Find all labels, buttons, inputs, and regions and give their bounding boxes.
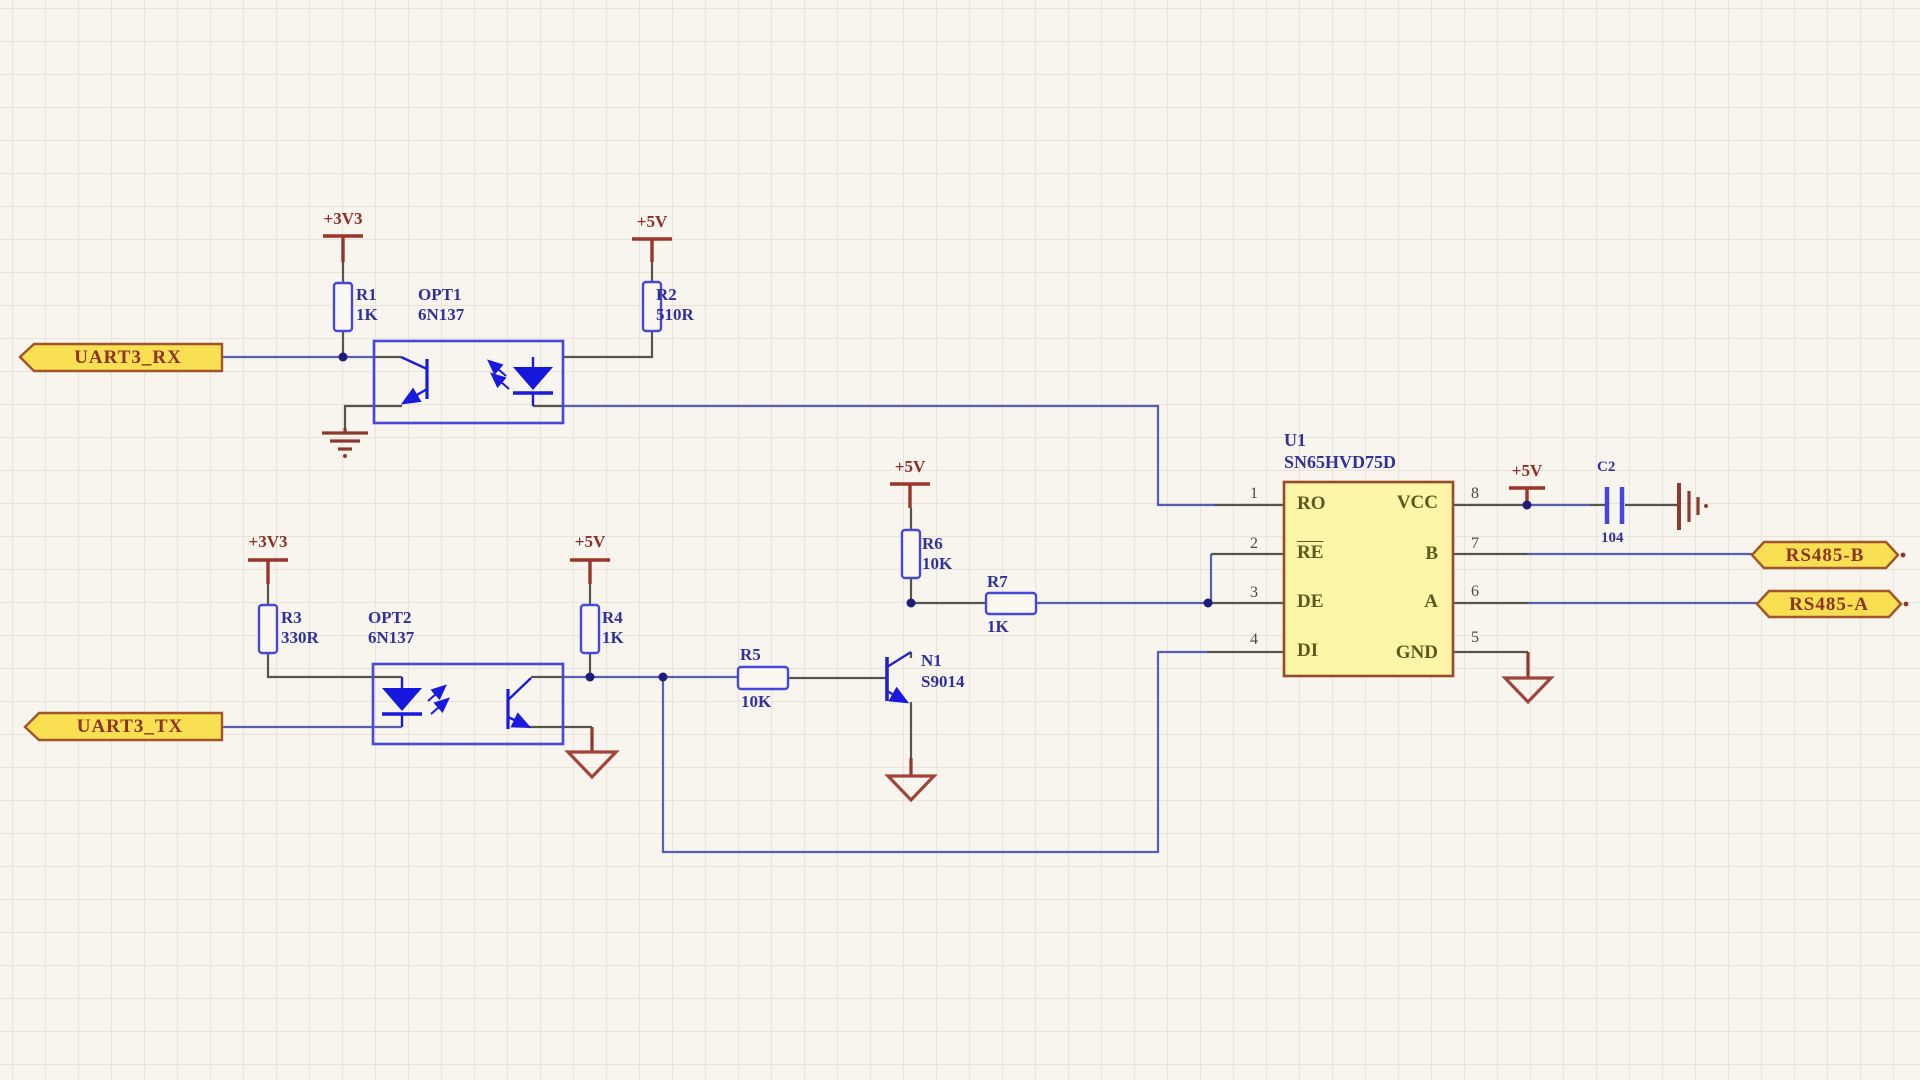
port-tag-uart3-rx[interactable] — [18, 342, 224, 373]
optocoupler-opt2[interactable] — [371, 662, 565, 746]
power-5v-r4[interactable] — [570, 558, 610, 584]
u1-pin-name-re: RE — [1297, 542, 1324, 563]
opt1-led-triangle — [513, 367, 553, 390]
resistor-r6[interactable] — [900, 528, 922, 580]
r2-value: 510R — [656, 305, 694, 324]
power-3v3-r1[interactable] — [323, 234, 363, 262]
r6-value: 10K — [922, 554, 953, 573]
resistor-r2[interactable] — [641, 280, 663, 333]
r5-ref: R5 — [740, 645, 761, 664]
power-label-3v3-r3: +3V3 — [248, 532, 288, 551]
tag-a-endpoint-dot — [1903, 601, 1909, 607]
u1-pin-name-vcc: VCC — [1396, 492, 1438, 513]
r3-value: 330R — [281, 628, 319, 647]
port-tag-rs485-a[interactable] — [1755, 589, 1903, 619]
r5-value: 10K — [741, 692, 772, 711]
power-label-5v-r4: +5V — [574, 532, 606, 551]
r2-ref: R2 — [656, 285, 677, 304]
power-5v-r2[interactable] — [632, 237, 672, 262]
opt1-value: 6N137 — [418, 305, 465, 324]
c2-value: 104 — [1601, 530, 1624, 546]
u1-pin-name-b: B — [1425, 543, 1438, 564]
opt1-light-arrows — [486, 359, 510, 390]
opt2-box[interactable] — [371, 662, 565, 746]
tag-b-endpoint-dot — [1900, 552, 1906, 558]
r1-value: 1K — [356, 305, 378, 324]
resistor-r5[interactable] — [736, 665, 790, 691]
opt2-phototransistor — [506, 675, 563, 729]
power-label-5v-r2: +5V — [636, 212, 668, 231]
opt2-led-triangle — [382, 688, 422, 711]
resistor-r4[interactable] — [579, 603, 601, 655]
u1-pin-num-7: 7 — [1471, 535, 1479, 552]
resistors[interactable] — [257, 280, 1038, 691]
u1-pin-num-3: 3 — [1250, 584, 1258, 601]
opt2-value: 6N137 — [368, 628, 415, 647]
power-5v-r6[interactable] — [890, 482, 930, 508]
ground-bars-opt1[interactable] — [322, 428, 368, 458]
ground-triangle-pin5[interactable] — [1501, 652, 1555, 705]
transistor-n1[interactable] — [885, 650, 912, 704]
r4-value: 1K — [602, 628, 624, 647]
opt2-ref: OPT2 — [368, 608, 412, 627]
port-tag-uart3-tx[interactable] — [23, 711, 224, 742]
opt1-phototransistor — [400, 355, 429, 405]
power-label-3v3-r1: +3V3 — [323, 209, 363, 228]
u1-pin-name-gnd: GND — [1395, 642, 1438, 663]
opt2-light-arrows — [427, 684, 451, 715]
power-label-5v-vcc: +5V — [1511, 461, 1543, 480]
n1-ref: N1 — [921, 651, 942, 670]
opt1-led — [513, 357, 553, 406]
u1-ref: U1 — [1284, 430, 1306, 450]
u1-value: SN65HVD75D — [1284, 452, 1397, 472]
wire-nets[interactable] — [222, 355, 1758, 854]
r4-ref: R4 — [602, 608, 623, 627]
u1-pin-num-2: 2 — [1250, 535, 1258, 552]
c2-ref: C2 — [1597, 459, 1616, 475]
n1-value: S9014 — [921, 672, 965, 691]
u1-pin-num-8: 8 — [1471, 485, 1479, 502]
r1-ref: R1 — [356, 285, 377, 304]
port-tags[interactable] — [18, 342, 1909, 742]
port-tag-rs485-b[interactable] — [1750, 540, 1900, 570]
wire-opt1-to-ro[interactable] — [563, 404, 1214, 507]
ic-u1-body[interactable] — [1282, 480, 1455, 678]
optocoupler-opt1[interactable] — [372, 339, 565, 425]
r3-ref: R3 — [281, 608, 302, 627]
r7-ref: R7 — [987, 572, 1008, 591]
ground-earth-c2[interactable] — [1677, 483, 1708, 530]
power-3v3-r3[interactable] — [248, 558, 288, 584]
u1-pin-num-1: 1 — [1250, 485, 1258, 502]
ground-triangle-n1[interactable] — [884, 758, 938, 803]
port-label-rs485-b: RS485-B — [1785, 545, 1865, 566]
u1-pin-name-a: A — [1424, 591, 1438, 612]
resistor-r1[interactable] — [332, 281, 354, 333]
resistor-r3[interactable] — [257, 603, 279, 655]
ground-triangle-opt2[interactable] — [564, 727, 620, 780]
power-symbols[interactable] — [248, 234, 1545, 584]
ground-symbols[interactable] — [322, 428, 1708, 803]
r7-value: 1K — [987, 617, 1009, 636]
resistor-r7[interactable] — [984, 591, 1038, 616]
port-label-uart3-tx: UART3_TX — [76, 716, 184, 737]
u1-pin-name-ro: RO — [1297, 493, 1326, 514]
capacitor-c2[interactable] — [1604, 487, 1625, 524]
wire-di-loop[interactable] — [661, 650, 1207, 854]
u1-pin-num-5: 5 — [1471, 629, 1479, 646]
opt2-led — [373, 675, 422, 729]
port-label-rs485-a: RS485-A — [1789, 594, 1869, 615]
wire-stubs[interactable] — [266, 239, 1677, 758]
junction-dots — [338, 352, 1532, 682]
u1-pin-num-6: 6 — [1471, 583, 1479, 600]
opt1-ref: OPT1 — [418, 285, 462, 304]
r6-ref: R6 — [922, 534, 943, 553]
port-label-uart3-rx: UART3_RX — [74, 347, 182, 368]
u1-pin-name-de: DE — [1297, 591, 1324, 612]
opt1-box[interactable] — [372, 339, 565, 425]
u1-pin-name-di: DI — [1297, 640, 1319, 661]
u1-pin-num-4: 4 — [1250, 631, 1258, 648]
power-label-5v-r6: +5V — [894, 457, 926, 476]
